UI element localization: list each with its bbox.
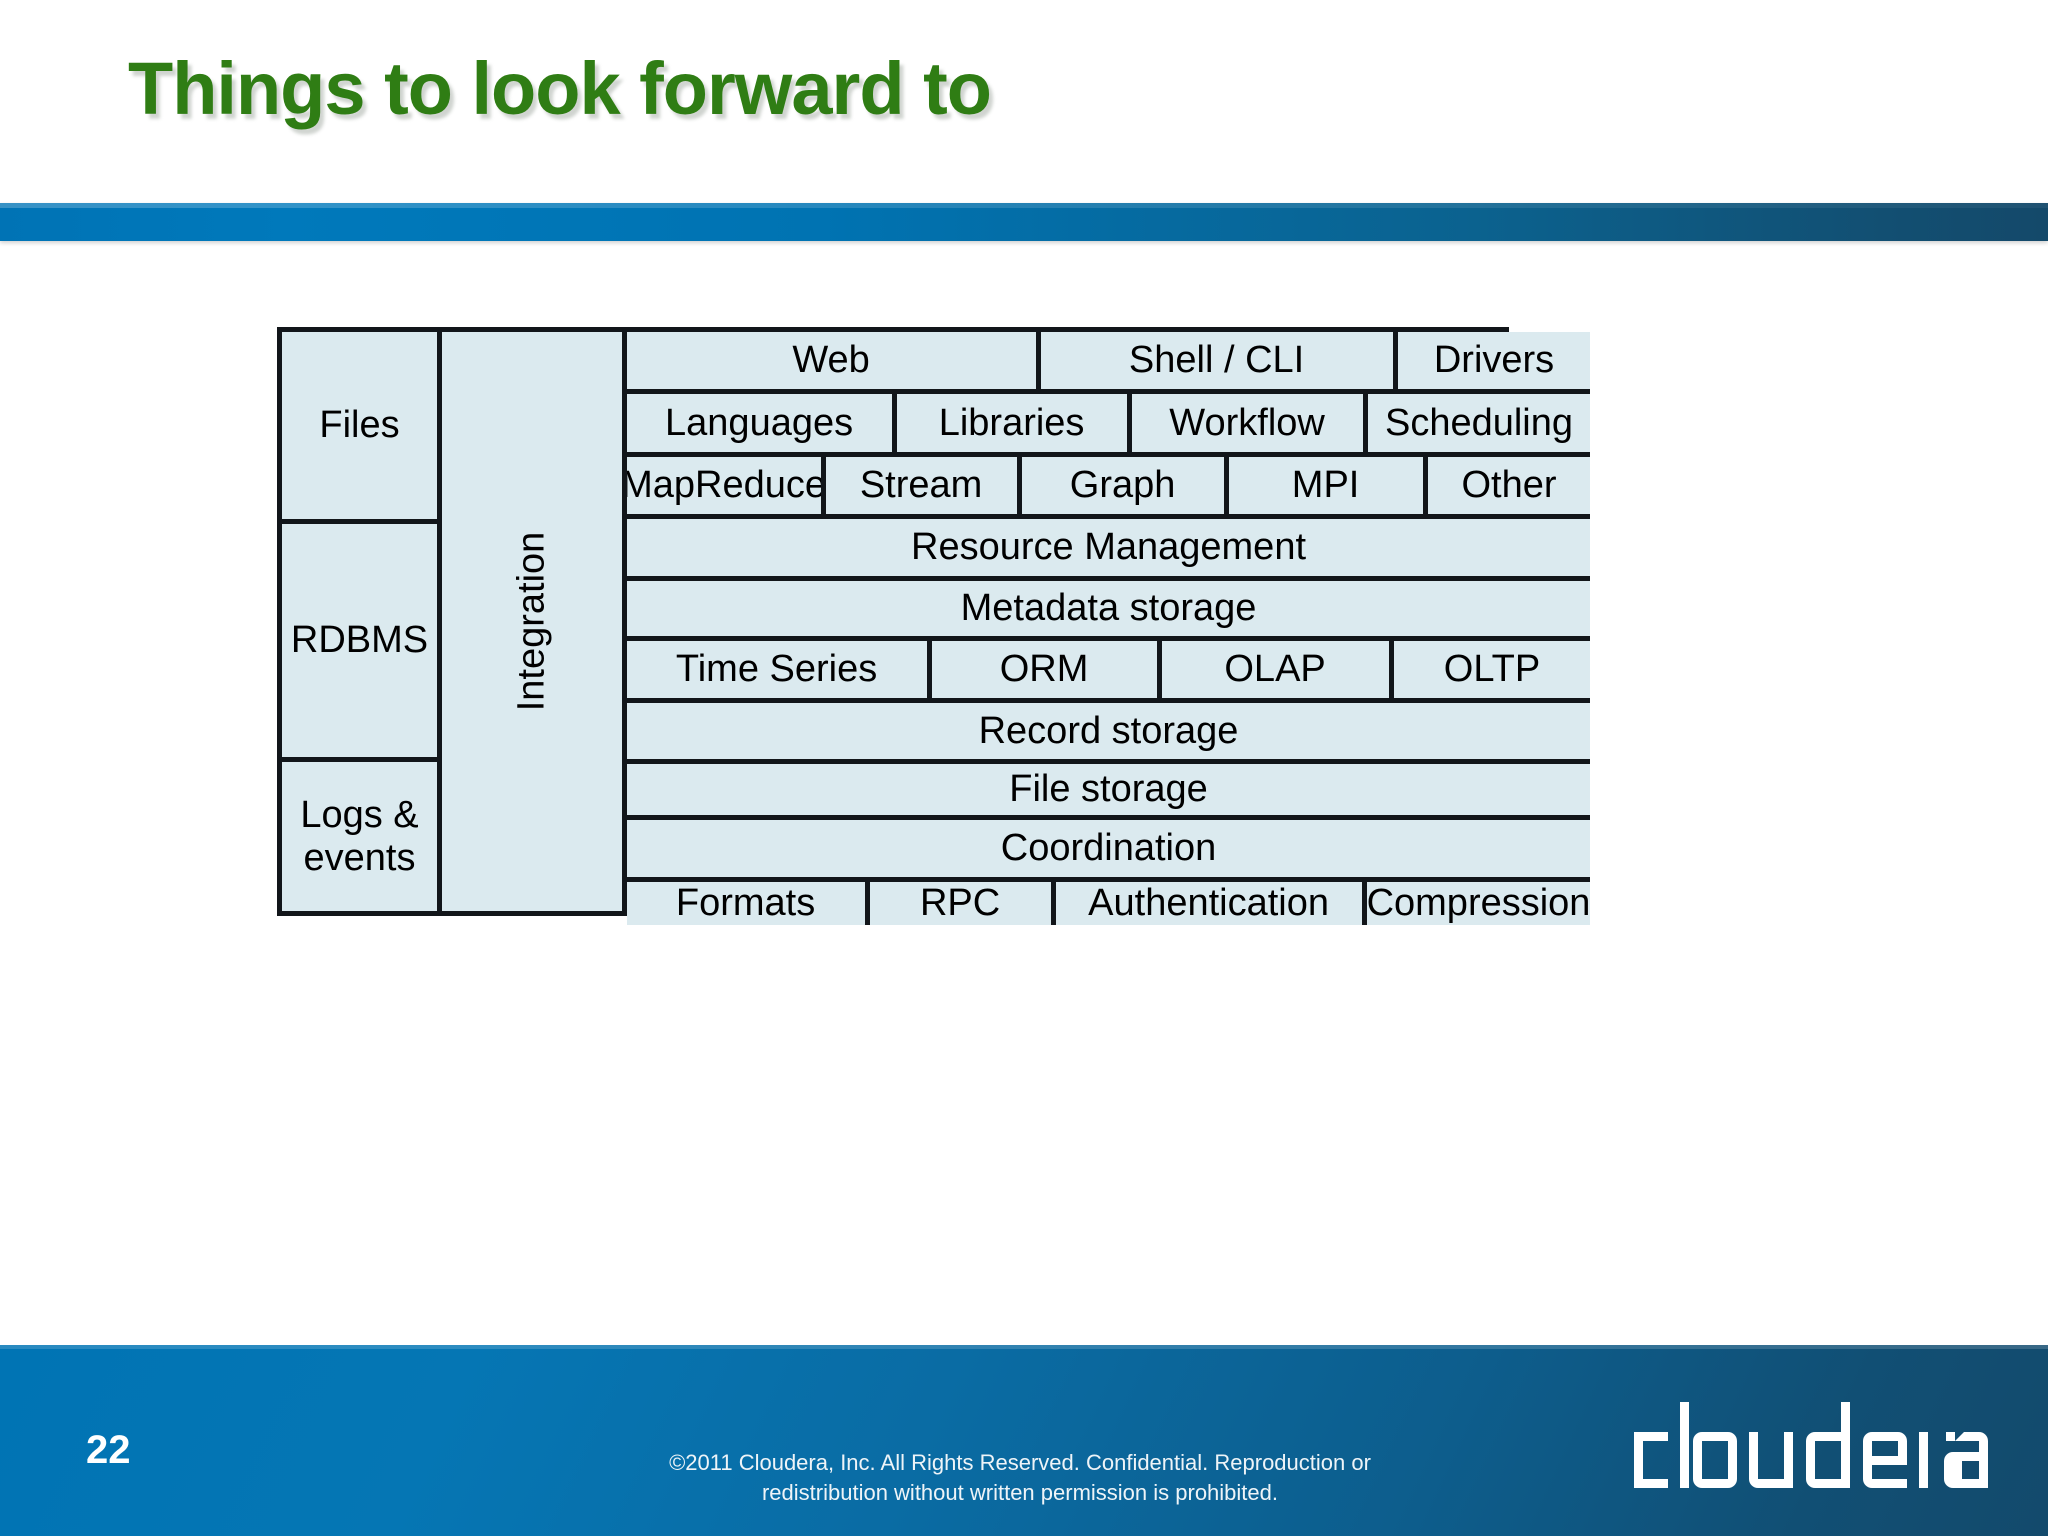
cell-label: Languages — [665, 401, 854, 444]
cell-label: File storage — [1009, 768, 1208, 810]
stack-cell-formats: Formats — [626, 882, 870, 925]
cell-label: RPC — [919, 882, 1001, 924]
stack-cell-mapreduce: MapReduce — [626, 457, 826, 514]
stack-row: Web Shell / CLI Drivers — [626, 332, 1591, 394]
stack-cell-compression: Compression — [1366, 882, 1591, 925]
cell-label: Formats — [675, 882, 816, 924]
header-divider-highlight — [0, 203, 2048, 208]
stack-cell-languages: Languages — [626, 394, 897, 452]
stack-cell-stream: Stream — [825, 457, 1022, 514]
stack-cell-metadata-storage: Metadata storage — [626, 581, 1591, 636]
cell-label: Other — [1461, 464, 1557, 506]
cell-label: Authentication — [1088, 882, 1329, 924]
stack-row: File storage — [626, 764, 1591, 820]
cell-label: OLAP — [1224, 648, 1326, 690]
stack-cell-workflow: Workflow — [1131, 394, 1368, 452]
cell-label: OLTP — [1443, 648, 1541, 690]
cell-label: Libraries — [938, 401, 1085, 444]
stack-row: Formats RPC Authentication Compression — [626, 882, 1591, 925]
stack-layers: Web Shell / CLI Drivers Languages Librar… — [626, 332, 1591, 925]
stack-cell-olap: OLAP — [1161, 641, 1394, 698]
source-cell-rdbms: RDBMS — [282, 524, 437, 762]
stack-row: Languages Libraries Workflow Scheduling — [626, 394, 1591, 457]
cell-label: MapReduce — [626, 464, 826, 506]
stack-cell-web: Web — [626, 332, 1041, 389]
integration-column: Integration — [437, 332, 627, 911]
stack-row: Record storage — [626, 703, 1591, 764]
source-label: RDBMS — [290, 619, 429, 662]
stack-row: Time Series ORM OLAP OLTP — [626, 641, 1591, 703]
source-cell-logs-events: Logs & events — [282, 762, 437, 911]
source-cell-files: Files — [282, 332, 437, 524]
footer-highlight — [0, 1345, 2048, 1349]
cell-label: Stream — [859, 464, 983, 506]
page-title: Things to look forward to — [128, 47, 992, 130]
stack-cell-libraries: Libraries — [896, 394, 1132, 452]
cell-label: Workflow — [1169, 401, 1325, 444]
cell-label: Web — [792, 339, 870, 381]
cell-label: Compression — [1366, 882, 1591, 924]
cell-label: Coordination — [1000, 827, 1217, 869]
cell-label: Drivers — [1433, 339, 1555, 381]
stack-cell-mpi: MPI — [1228, 457, 1428, 514]
data-source-column: Files RDBMS Logs & events — [282, 332, 437, 911]
stack-cell-scheduling: Scheduling — [1367, 394, 1591, 452]
stack-cell-drivers: Drivers — [1397, 332, 1591, 389]
stack-cell-rpc: RPC — [869, 882, 1056, 925]
stack-cell-orm: ORM — [931, 641, 1162, 698]
stack-row: Resource Management — [626, 519, 1591, 581]
stack-row: Coordination — [626, 820, 1591, 882]
source-label: Files — [319, 404, 400, 447]
cell-label: Resource Management — [911, 526, 1307, 568]
cloudera-logo — [1628, 1398, 1988, 1498]
stack-cell-graph: Graph — [1021, 457, 1229, 514]
stack-cell-record-storage: Record storage — [626, 703, 1591, 759]
cell-label: Graph — [1069, 464, 1176, 506]
integration-label: Integration — [510, 531, 553, 712]
cell-label: Record storage — [978, 709, 1239, 752]
copyright-notice: ©2011 Cloudera, Inc. All Rights Reserved… — [669, 1450, 1371, 1505]
stack-cell-authentication: Authentication — [1055, 882, 1367, 925]
stack-cell-time-series: Time Series — [626, 641, 932, 698]
source-label: Logs & events — [300, 793, 419, 879]
stack-cell-coordination: Coordination — [626, 820, 1591, 877]
cell-label: Time Series — [675, 648, 878, 690]
stack-cell-other: Other — [1427, 457, 1591, 514]
cell-label: Metadata storage — [960, 587, 1257, 629]
cell-label: ORM — [999, 648, 1089, 690]
stack-cell-shell-cli: Shell / CLI — [1040, 332, 1398, 389]
hadoop-stack-diagram: Files RDBMS Logs & events Integration We… — [277, 327, 1591, 925]
stack-row: MapReduce Stream Graph MPI Other — [626, 457, 1591, 519]
stack-cell-resource-management: Resource Management — [626, 519, 1591, 576]
cell-label: Scheduling — [1384, 401, 1574, 444]
cloudera-wordmark-icon — [1634, 1402, 1988, 1488]
stack-cell-oltp: OLTP — [1393, 641, 1591, 698]
stack-cell-file-storage: File storage — [626, 764, 1591, 815]
page-number: 22 — [86, 1428, 131, 1472]
cell-label: MPI — [1291, 464, 1360, 506]
header-divider-bar — [0, 203, 2048, 241]
cell-label: Shell / CLI — [1128, 339, 1305, 381]
stack-row: Metadata storage — [626, 581, 1591, 641]
